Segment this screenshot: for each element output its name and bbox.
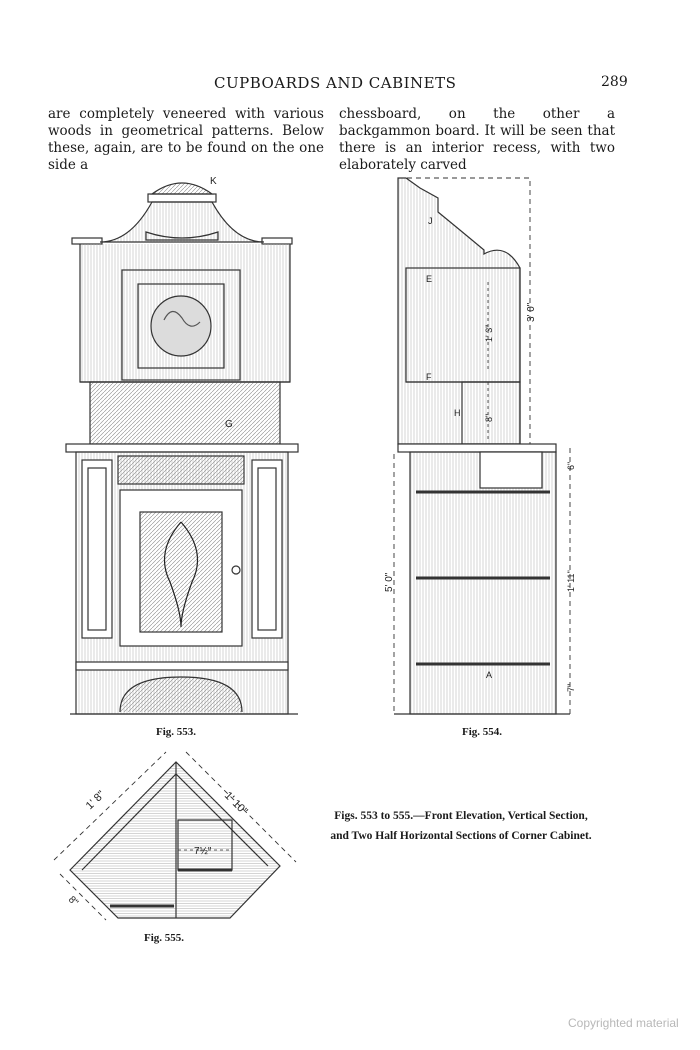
fig-553-front-elevation: G K: [65, 176, 299, 715]
keyhole: [231, 565, 241, 575]
dim-1-11: 1' 11": [566, 570, 576, 592]
counter-top: [397, 443, 557, 453]
label-g: G: [225, 419, 233, 430]
left-pilaster-panel: [87, 467, 107, 631]
running-head: CUPBOARDS AND CABINETS: [214, 74, 457, 92]
dim-1-3: 1' 3": [484, 325, 494, 342]
right-finial: [261, 237, 293, 245]
body-text-right-column: chessboard, on the other a backgammon bo…: [339, 106, 615, 173]
dim-6: 6": [566, 462, 576, 470]
copyright-watermark: Copyrighted material: [568, 1016, 679, 1030]
round-mirror: [150, 295, 212, 357]
left-pilaster: [81, 459, 113, 639]
label-j: J: [428, 216, 433, 226]
cabinet-plan: [69, 761, 281, 919]
upper-section: [397, 177, 521, 445]
pediment: [99, 201, 265, 243]
door-carving: [163, 521, 199, 628]
drawer: [479, 451, 543, 489]
upper-recess: [89, 381, 281, 445]
page-number: 289: [601, 74, 628, 90]
right-pilaster-panel: [257, 467, 277, 631]
dim-upper: [398, 177, 531, 444]
mid-shelf: [65, 443, 299, 453]
label-a: A: [486, 670, 492, 680]
label-k: K: [210, 176, 217, 187]
dim-3-0: 3' 0": [526, 302, 537, 322]
fig-555-caption: Fig. 555.: [144, 932, 185, 944]
fig-554-vertical-section: J E F H 3' 0" 1' 3" 8" A 5' 0" 6" 1' 11"…: [384, 177, 576, 715]
dim-5-0: 5' 0": [384, 572, 395, 592]
dim-7: 7": [566, 684, 576, 692]
label-f: F: [426, 372, 432, 382]
right-pilaster: [251, 459, 283, 639]
dim-8: 8": [484, 414, 494, 422]
figures-caption: Figs. 553 to 555.—Front Elevation, Verti…: [330, 810, 592, 842]
carved-door-panel: [139, 511, 223, 633]
mirror-panel: [137, 283, 225, 369]
dim-8-plan: 8": [66, 894, 81, 909]
lower-section: [409, 451, 557, 715]
fig-555-horizontal-sections: 1' 8" 1' 10" 7½" 8": [53, 751, 297, 921]
left-finial: [71, 237, 103, 245]
fig-554-caption: Fig. 554.: [462, 726, 503, 738]
pediment-arch: [145, 231, 219, 241]
upper-door: [121, 269, 241, 381]
label-h: H: [454, 408, 461, 418]
dim-1-8: 1' 8": [84, 789, 108, 812]
dome: [150, 182, 214, 195]
fig-553-caption: Fig. 553.: [156, 726, 197, 738]
plinth-rail: [75, 661, 289, 671]
label-e: E: [426, 274, 432, 284]
base-arch: [119, 676, 243, 713]
body-text-left-column: are completely veneered with various woo…: [48, 106, 324, 173]
mirror-ornament: [163, 310, 201, 327]
dome-cornice: [147, 193, 217, 203]
dim-7-half: 7½": [194, 846, 212, 857]
carved-frieze: [117, 455, 245, 485]
